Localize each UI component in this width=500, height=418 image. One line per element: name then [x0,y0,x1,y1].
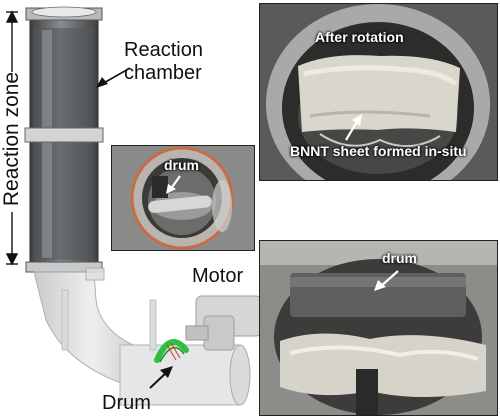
inset-drum-label: drum [164,157,199,173]
reactor-diagram [5,6,263,406]
reaction-zone-label: Reaction zone [0,71,23,207]
drum-photo: drum [259,240,498,416]
after-rotation-photo: After rotation BNNT sheet formed in-situ [259,3,498,181]
after-rotation-label: After rotation [315,29,404,45]
drum-label: Drum [102,392,151,414]
inset-photo-image [112,146,254,250]
reaction-chamber-label-line1: Reaction [124,39,203,61]
bnnt-sheet-arrow [345,114,362,141]
reaction-chamber-label-line2: chamber [124,62,202,84]
reaction-chamber [24,6,104,273]
drum-photo-arrow [374,270,399,291]
drum-highlight [154,339,189,363]
reaction-zone-arrow [5,10,19,266]
reaction-chamber-arrow [96,67,131,88]
drum-arrow [149,366,173,389]
inset-photo: drum [111,145,255,251]
drum-photo-image [260,241,497,415]
motor-assembly [185,295,263,351]
bnnt-sheet-label: BNNT sheet formed in-situ [290,143,467,159]
elbow-tubing [33,267,251,406]
motor-label: Motor [192,265,244,287]
drum-photo-label: drum [382,250,417,266]
inset-drum-arrow [166,175,181,194]
after-rotation-image [260,4,497,180]
